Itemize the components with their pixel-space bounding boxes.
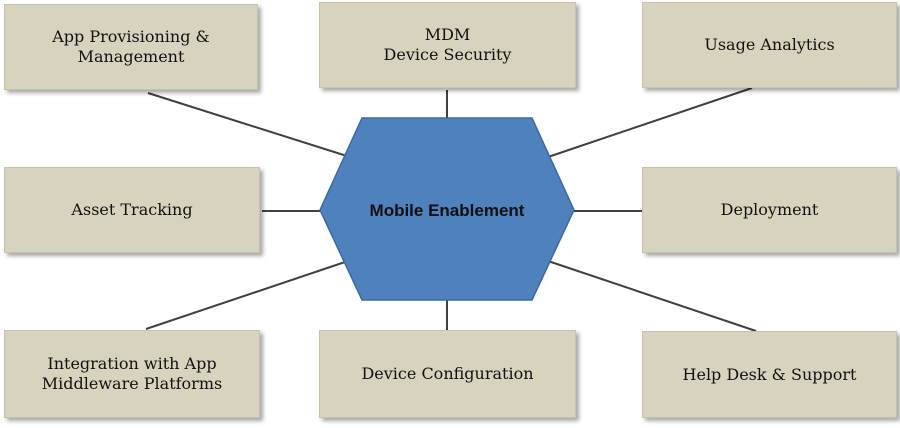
node-label: MDM Device Security xyxy=(383,25,512,64)
node-usage-analytics: Usage Analytics xyxy=(642,2,897,88)
node-label: Asset Tracking xyxy=(71,200,193,219)
node-label: Integration with App Middleware Platform… xyxy=(41,354,223,393)
node-deployment: Deployment xyxy=(642,167,897,253)
node-label: Device Configuration xyxy=(361,364,534,383)
node-mdm-security: MDM Device Security xyxy=(319,2,576,88)
node-label: App Provisioning & Management xyxy=(52,27,210,66)
node-integration: Integration with App Middleware Platform… xyxy=(4,330,260,418)
connector-usage-analytics xyxy=(547,87,753,158)
connector-help-desk xyxy=(547,260,757,332)
node-label: Usage Analytics xyxy=(704,35,835,54)
hub-label: Mobile Enablement xyxy=(369,201,525,220)
hub-hexagon-shape xyxy=(319,117,575,301)
node-label: Deployment xyxy=(720,200,819,219)
node-device-configuration: Device Configuration xyxy=(319,330,576,418)
connector-app-provisioning xyxy=(147,92,351,158)
node-label: Help Desk & Support xyxy=(682,364,857,384)
node-help-desk: Help Desk & Support xyxy=(642,331,897,418)
connector-integration xyxy=(145,260,349,330)
node-app-provisioning: App Provisioning & Management xyxy=(4,4,258,90)
node-asset-tracking: Asset Tracking xyxy=(4,167,260,253)
